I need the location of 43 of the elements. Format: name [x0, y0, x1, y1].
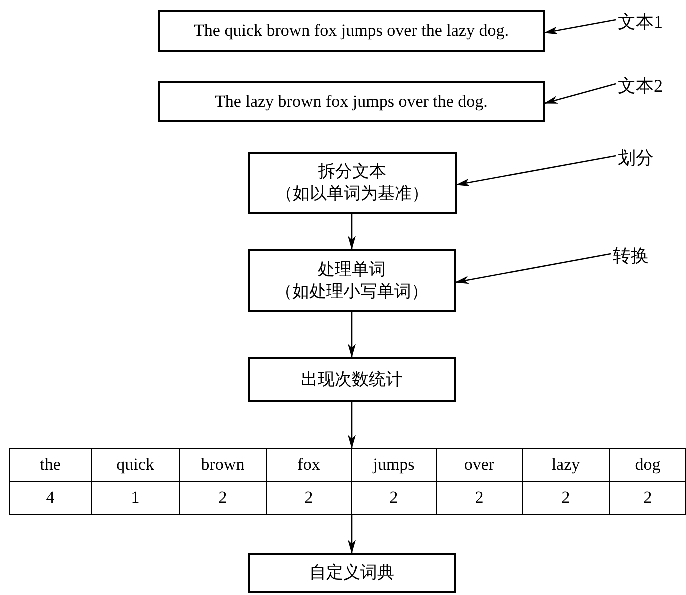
table-cell: lazy	[523, 449, 610, 482]
box-text: （如以单词为基准）	[276, 183, 429, 205]
table-cell: 2	[352, 482, 437, 514]
box-text: The quick brown fox jumps over the lazy dog.	[194, 20, 509, 42]
process-box	[158, 81, 545, 122]
box-text: 处理单词	[318, 258, 386, 280]
callout-label: 文本1	[618, 10, 668, 34]
callout-label: 划分	[618, 146, 658, 170]
callout-label: 转换	[613, 244, 653, 268]
process-box	[248, 249, 456, 312]
box-text: 自定义词典	[310, 562, 394, 584]
arrow	[348, 402, 356, 449]
word-count-table	[9, 448, 686, 515]
table-cell: jumps	[352, 449, 437, 482]
table-cell: 2	[437, 482, 523, 514]
leader-line	[455, 253, 612, 284]
table-cell: 2	[523, 482, 610, 514]
leader-line	[456, 155, 616, 187]
box-text: The lazy brown fox jumps over the dog.	[215, 90, 488, 112]
table-cell: fox	[267, 449, 352, 482]
arrow	[348, 515, 356, 554]
table-cell: 2	[610, 482, 686, 514]
leader-line	[544, 83, 616, 104]
box-text: 拆分文本	[318, 161, 386, 183]
arrow	[348, 312, 356, 358]
table-cell: the	[10, 449, 92, 482]
callout-label: 文本2	[618, 74, 668, 98]
process-box	[248, 152, 457, 214]
leader-line	[544, 19, 616, 35]
table-cell: over	[437, 449, 523, 482]
process-box	[158, 10, 545, 52]
table-cell: dog	[610, 449, 686, 482]
box-text: （如处理小写单词）	[276, 280, 428, 302]
table-cell: 1	[92, 482, 180, 514]
arrow	[348, 214, 356, 250]
process-box	[248, 357, 456, 402]
table-cell: 4	[10, 482, 92, 514]
table-cell: quick	[92, 449, 180, 482]
table-cell: 2	[267, 482, 352, 514]
table-cell: 2	[180, 482, 267, 514]
process-box	[248, 553, 456, 593]
box-text: 出现次数统计	[301, 368, 403, 390]
table-cell: brown	[180, 449, 267, 482]
